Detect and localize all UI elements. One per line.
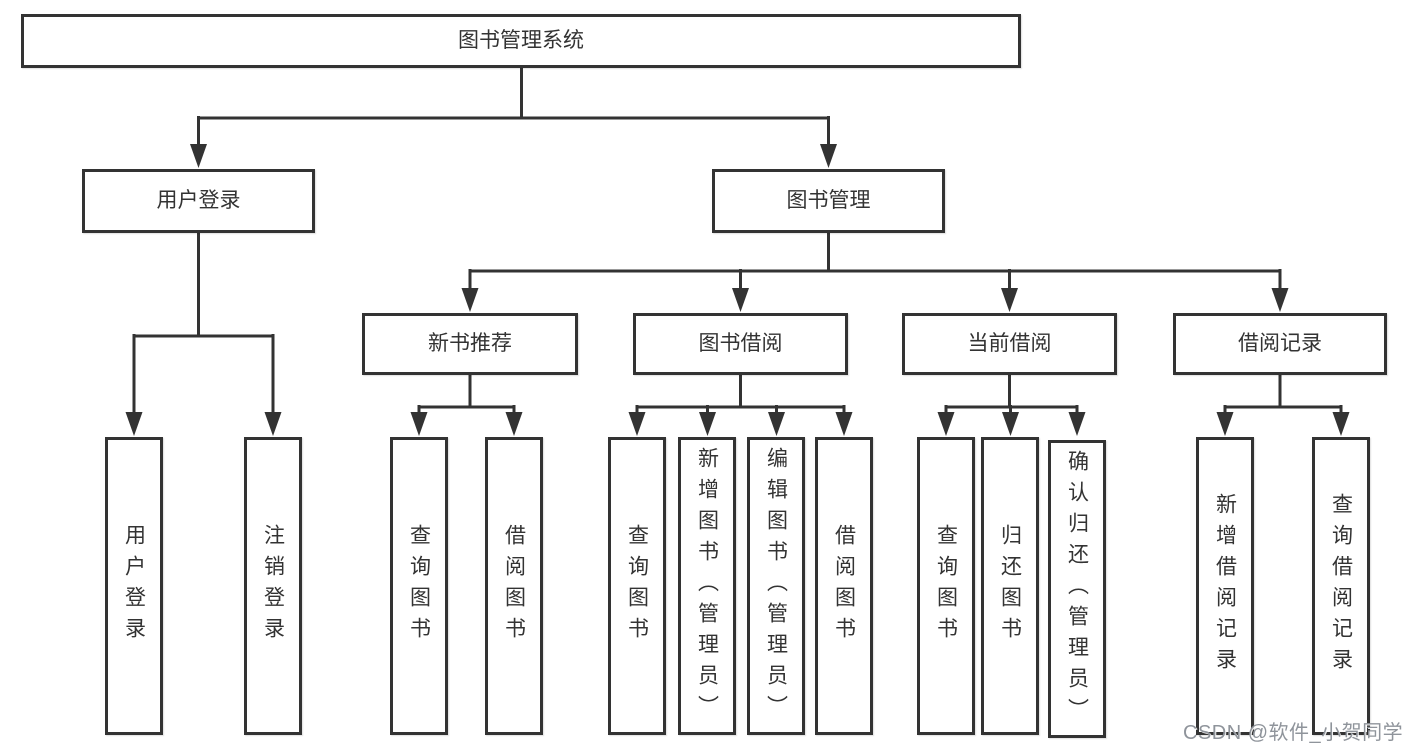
node-leaf-query-borrow-record-label: 查询借阅记录 <box>1329 493 1353 679</box>
node-leaf-confirm-return-admin-label: 确认归还（管理员） <box>1065 449 1089 729</box>
node-leaf-confirm-return-admin: 确认归还（管理员） <box>1048 440 1106 738</box>
arrow-down-icon <box>628 412 646 436</box>
arrow-down-icon <box>1068 412 1086 436</box>
arrow-down-icon <box>1002 412 1019 436</box>
node-leaf-user-login-label: 用户登录 <box>122 524 146 648</box>
node-leaf-query-books-current: 查询图书 <box>917 437 975 735</box>
arrow-down-icon <box>1332 412 1350 436</box>
arrow-down-icon <box>264 412 282 436</box>
node-leaf-logout-label: 注销登录 <box>261 524 285 648</box>
arrow-down-icon <box>1216 412 1234 436</box>
node-current-borrowing-label: 当前借阅 <box>967 332 1052 356</box>
arrow-down-icon <box>410 412 428 436</box>
node-leaf-user-login: 用户登录 <box>105 437 163 735</box>
connector-trunks <box>132 68 1343 415</box>
arrow-down-icon <box>699 412 716 436</box>
arrow-down-icon <box>768 412 785 436</box>
node-leaf-add-borrow-record-label: 新增借阅记录 <box>1213 493 1237 679</box>
node-leaf-borrow-books-label: 借阅图书 <box>832 524 856 648</box>
node-leaf-query-books-borrowing-label: 查询图书 <box>625 524 649 648</box>
node-leaf-logout: 注销登录 <box>244 437 302 735</box>
node-book-management: 图书管理 <box>712 169 945 233</box>
node-leaf-query-books-recommend-label: 查询图书 <box>407 524 431 648</box>
node-leaf-query-borrow-record: 查询借阅记录 <box>1312 437 1370 735</box>
node-borrowing-records: 借阅记录 <box>1173 313 1387 375</box>
node-leaf-borrow-books-recommend-label: 借阅图书 <box>502 524 526 648</box>
node-leaf-query-books-borrowing: 查询图书 <box>608 437 666 735</box>
node-leaf-return-books-label: 归还图书 <box>998 524 1022 648</box>
node-leaf-add-books-admin-label: 新增图书（管理员） <box>695 446 719 726</box>
arrow-down-icon <box>125 412 143 436</box>
arrow-down-icon <box>461 288 479 312</box>
node-leaf-borrow-books-recommend: 借阅图书 <box>485 437 543 735</box>
node-book-management-label: 图书管理 <box>786 189 871 213</box>
node-user-login: 用户登录 <box>82 169 315 233</box>
node-library-system: 图书管理系统 <box>21 14 1021 68</box>
node-book-borrowing-label: 图书借阅 <box>698 332 783 356</box>
node-user-login-label: 用户登录 <box>156 189 241 213</box>
node-leaf-borrow-books: 借阅图书 <box>815 437 873 735</box>
node-current-borrowing: 当前借阅 <box>902 313 1117 375</box>
node-new-book-recommend: 新书推荐 <box>362 313 578 375</box>
node-leaf-edit-books-admin: 编辑图书（管理员） <box>747 437 805 735</box>
node-leaf-return-books: 归还图书 <box>981 437 1039 735</box>
arrowheads <box>125 144 1350 436</box>
arrow-down-icon <box>937 412 955 436</box>
arrow-down-icon <box>820 144 837 168</box>
node-library-system-label: 图书管理系统 <box>458 29 584 53</box>
arrow-down-icon <box>835 412 853 436</box>
node-leaf-query-books-current-label: 查询图书 <box>934 524 958 648</box>
arrow-down-icon <box>1271 288 1289 312</box>
node-new-book-recommend-label: 新书推荐 <box>428 332 512 356</box>
arrow-down-icon <box>1001 288 1018 312</box>
arrow-down-icon <box>505 412 523 436</box>
node-leaf-add-books-admin: 新增图书（管理员） <box>678 437 736 735</box>
arrow-down-icon <box>190 144 207 168</box>
node-book-borrowing: 图书借阅 <box>633 313 848 375</box>
node-borrowing-records-label: 借阅记录 <box>1238 332 1322 356</box>
node-leaf-add-borrow-record: 新增借阅记录 <box>1196 437 1254 735</box>
arrow-down-icon <box>732 288 749 312</box>
node-leaf-query-books-recommend: 查询图书 <box>390 437 448 735</box>
node-leaf-edit-books-admin-label: 编辑图书（管理员） <box>764 446 788 726</box>
